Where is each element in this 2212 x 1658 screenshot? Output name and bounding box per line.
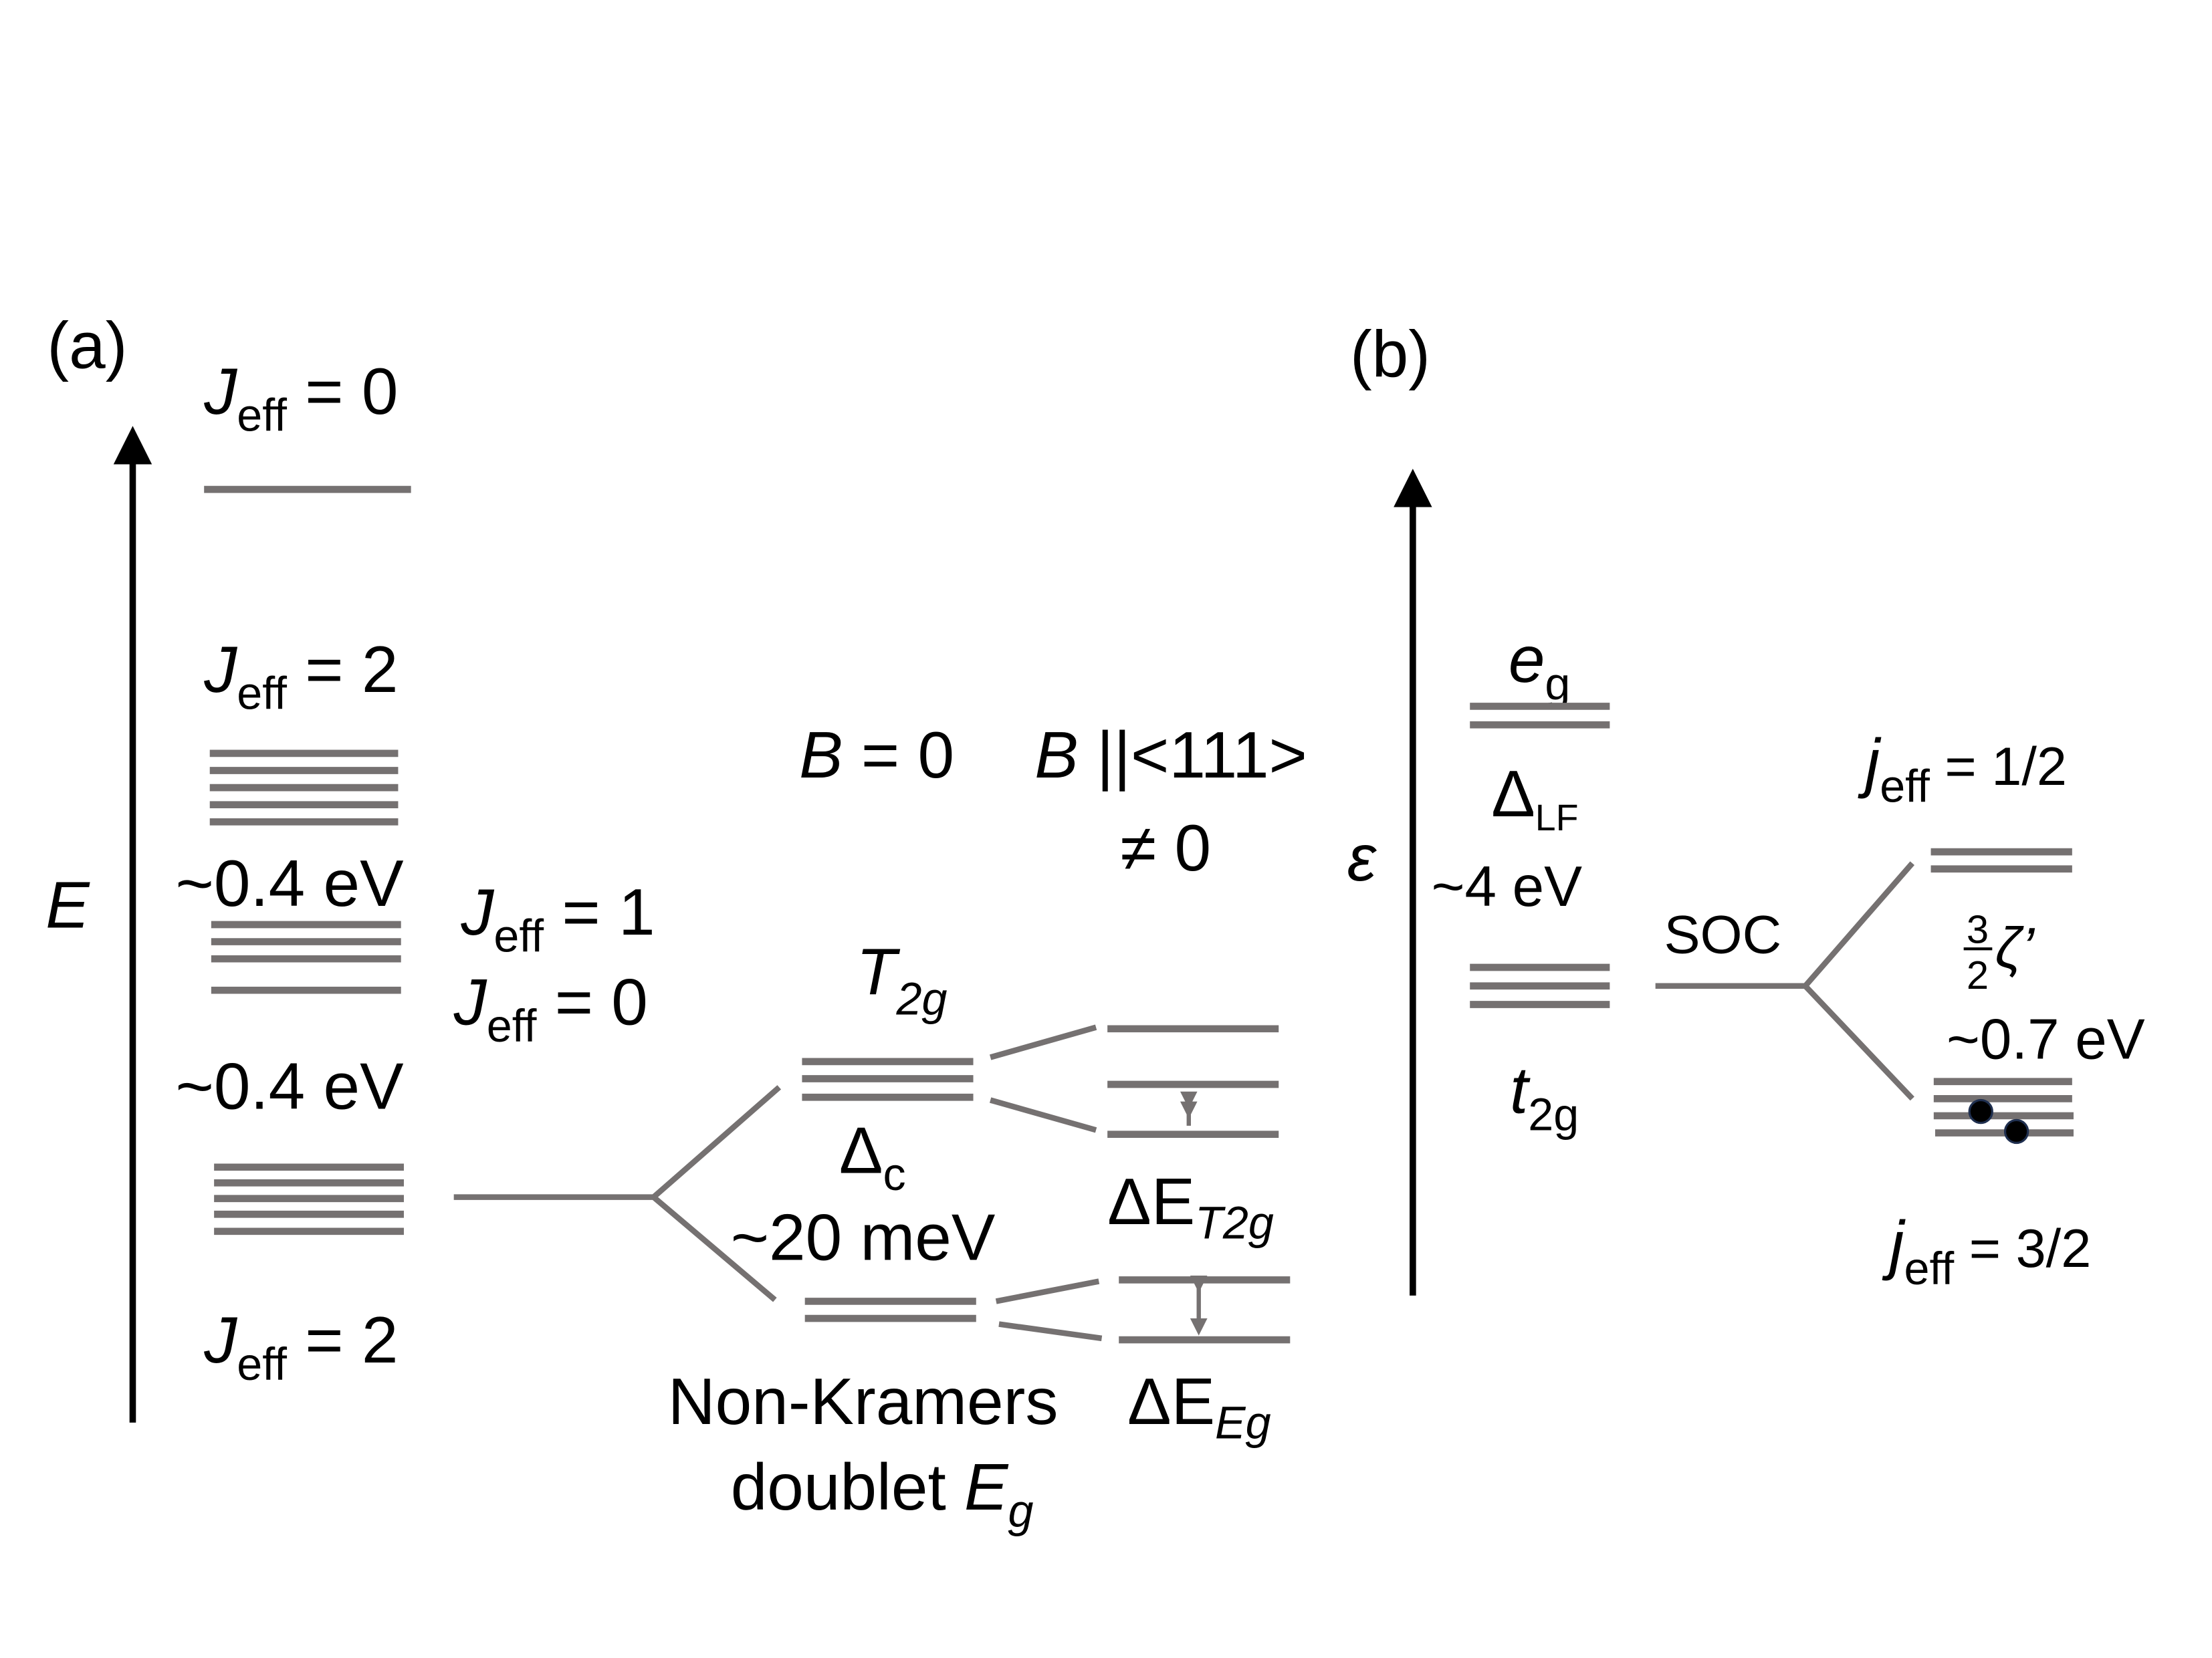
levels-eg-b: [1470, 703, 1610, 729]
non-kramers-label: Non-Kramers: [668, 1365, 1059, 1438]
levels-jeff-half: [1930, 848, 2072, 873]
gap-label-2: ~0.4 eV: [176, 1049, 405, 1122]
levels-t2g: [802, 1058, 974, 1101]
delta-e-t2g-label: ΔET2g: [1107, 1165, 1274, 1248]
delta-e-eg-label: ΔEEg: [1127, 1365, 1271, 1448]
levels-eg: [804, 1298, 976, 1322]
electron-dot: [1968, 1098, 1993, 1124]
electron-dot: [2003, 1118, 2029, 1145]
t2g-b-label: t2g: [1510, 1054, 1579, 1141]
jeff-half-label: jeff = 1/2: [1858, 725, 2067, 812]
lf-value: ~4 eV: [1432, 855, 1583, 919]
soc-value: ~0.7 eV: [1947, 1008, 2145, 1072]
levels-t2g-zeeman: [1107, 1025, 1279, 1139]
jeff0-top-label: Jeff = 0: [203, 354, 398, 441]
zeeman-connector-lines: [989, 1024, 1103, 1342]
levels-jeff-three-half: [1933, 1078, 2074, 1137]
t2g-label: T2g: [857, 935, 948, 1025]
b-nonzero-label: ≠ 0: [1120, 811, 1211, 884]
delta-lf-label: ΔLF: [1491, 757, 1578, 838]
svg-text:3: 3: [1967, 907, 1989, 952]
doublet-eg-label: doublet Eg: [731, 1450, 1034, 1537]
soc-label: SOC: [1664, 905, 1781, 965]
energy-axis-label: E: [45, 868, 90, 941]
soc-splitting-lines: [1655, 861, 1915, 1101]
levels-eg-zeeman: [1119, 1276, 1291, 1344]
jeff0-label: Jeff = 0: [453, 965, 648, 1052]
delta-c-value: ~20 meV: [731, 1201, 996, 1274]
delta-c-label: Δc: [839, 1113, 906, 1200]
gap-label-1: ~0.4 eV: [176, 846, 405, 920]
svg-text:2: 2: [1967, 953, 1989, 997]
epsilon-axis-label: ε: [1347, 821, 1377, 895]
eg-label: eg: [1509, 622, 1571, 709]
jeff2-upper-label: Jeff = 2: [203, 632, 398, 719]
jeff2-lower-label: Jeff = 2: [203, 1303, 398, 1390]
zeta-fraction: 3 2 ζ’: [1963, 907, 2036, 997]
jeff1-label: Jeff = 1: [460, 875, 655, 962]
crystal-field-splitting-lines: [453, 1085, 782, 1302]
svg-text:ζ’: ζ’: [1995, 917, 2036, 980]
jeff-three-half-label: jeff = 3/2: [1882, 1207, 2092, 1294]
levels-t2g-b: [1470, 963, 1610, 1008]
b-field-label: B ||<111>: [1034, 718, 1307, 792]
panel-a: (a) E Jeff = 0 Jeff = 2 ~0.4 eV Jeff = 1…: [45, 309, 1307, 1537]
panel-b-label: (b): [1350, 317, 1430, 390]
b-zero-label: B = 0: [799, 718, 954, 792]
levels-jeff2-upper: [209, 749, 399, 826]
panel-a-label: (a): [47, 309, 127, 382]
levels-jeff1-jeff0: [211, 921, 401, 994]
levels-jeff2-lower: [214, 1163, 404, 1235]
panel-b: (b) ε eg ΔLF ~4 eV t2g SOC jeff = 1/2 3 …: [1347, 317, 2145, 1296]
